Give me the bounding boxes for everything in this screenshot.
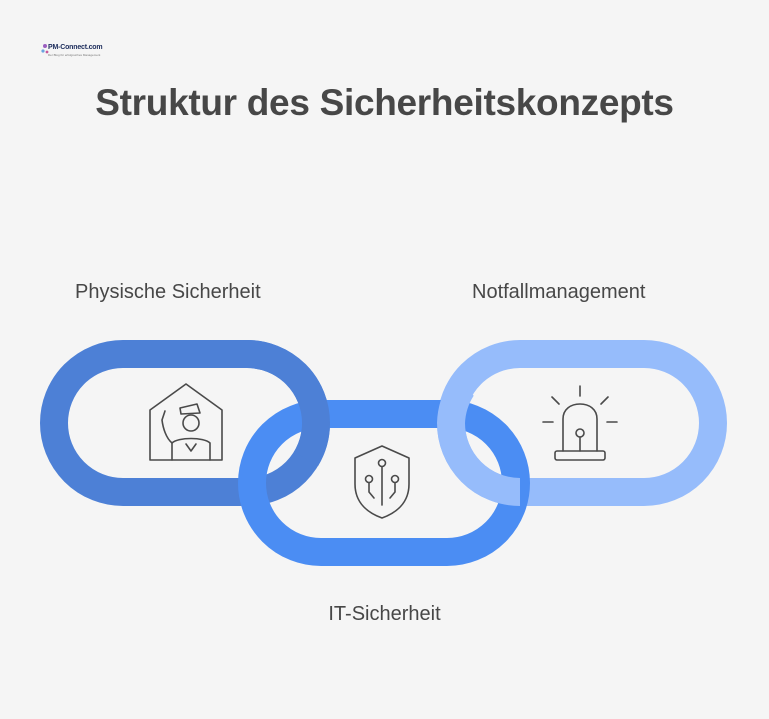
label-emergency-management: Notfallmanagement — [472, 281, 646, 303]
page-title: Struktur des Sicherheitskonzepts — [95, 82, 674, 123]
label-it-security: IT-Sicherheit — [328, 603, 441, 625]
security-guard-icon — [149, 383, 223, 461]
logo-text: PM-Connect.com — [48, 44, 103, 51]
alarm-siren-icon — [542, 385, 618, 461]
logo-tagline: Der Blog für erfolgreiches Management — [48, 53, 101, 57]
logo: PM-Connect.com Der Blog für erfolgreiche… — [40, 42, 103, 62]
logo-mark-icon — [41, 44, 49, 54]
chain-link-emergency-management-overlap — [436, 380, 521, 506]
shield-circuit-icon — [354, 445, 410, 519]
chain-link-physical-security-overlap — [246, 340, 331, 467]
label-physical-security: Physische Sicherheit — [75, 281, 261, 303]
